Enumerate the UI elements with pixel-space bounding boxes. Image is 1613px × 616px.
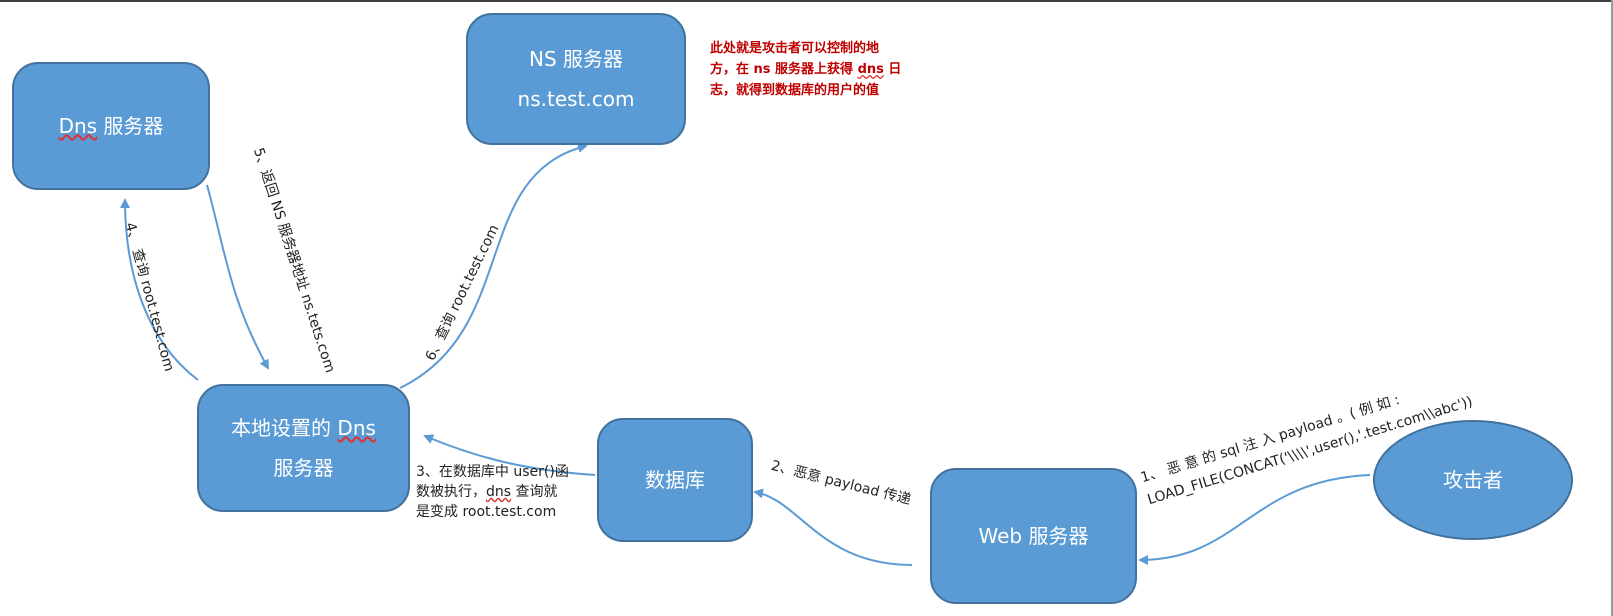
arrow-dns-to-localdns (206, 184, 269, 370)
right-border (1611, 0, 1613, 616)
attacker-control-note: 此处就是攻击者可以控制的地 方，在 ns 服务器上获得 dns 日 志，就得到数… (710, 38, 901, 101)
arrow-web-to-database (753, 488, 913, 566)
top-border (0, 0, 1613, 2)
arrow-database-to-localdns (423, 434, 596, 476)
attacker-label: 攻击者 (1443, 468, 1503, 492)
web-server-label: Web 服务器 (978, 524, 1089, 548)
step3-line1: 3、在数据库中 user()函 (416, 464, 569, 480)
dns-server-label: Dns 服务器 (58, 114, 164, 138)
dns-server-node: Dns 服务器 (12, 62, 210, 190)
local-dns-label-line1: 本地设置的 Dns (231, 416, 376, 440)
step3-line3: 是变成 root.test.com (416, 504, 557, 520)
web-server-node: Web 服务器 (930, 468, 1137, 604)
dns-server-label-dns: Dns (58, 114, 98, 138)
arrow-localdns-to-ns (399, 143, 588, 389)
attacker-node: 攻击者 (1373, 420, 1573, 540)
note-line3: 志，就得到数据库的用户的值 (710, 83, 880, 98)
note-line2: 方，在 ns 服务器上获得 dns 日 (710, 62, 902, 77)
database-label: 数据库 (645, 468, 705, 492)
ns-server-domain: ns.test.com (517, 87, 635, 111)
note-line1: 此处就是攻击者可以控制的地 (710, 41, 880, 56)
local-dns-server-node: 本地设置的 Dns 服务器 (197, 384, 410, 512)
ns-server-node: NS 服务器 ns.test.com (466, 13, 686, 145)
arrow-localdns-to-dns (120, 198, 199, 381)
ns-server-title: NS 服务器 (528, 47, 623, 71)
step3-label: 3、在数据库中 user()函 数被执行，dns 查询就 是变成 root.te… (416, 462, 569, 522)
arrow-attacker-to-web (1138, 474, 1371, 565)
local-dns-label-line2: 服务器 (273, 456, 334, 480)
database-node: 数据库 (597, 418, 753, 542)
step3-line2: 数被执行，dns 查询就 (416, 484, 558, 500)
